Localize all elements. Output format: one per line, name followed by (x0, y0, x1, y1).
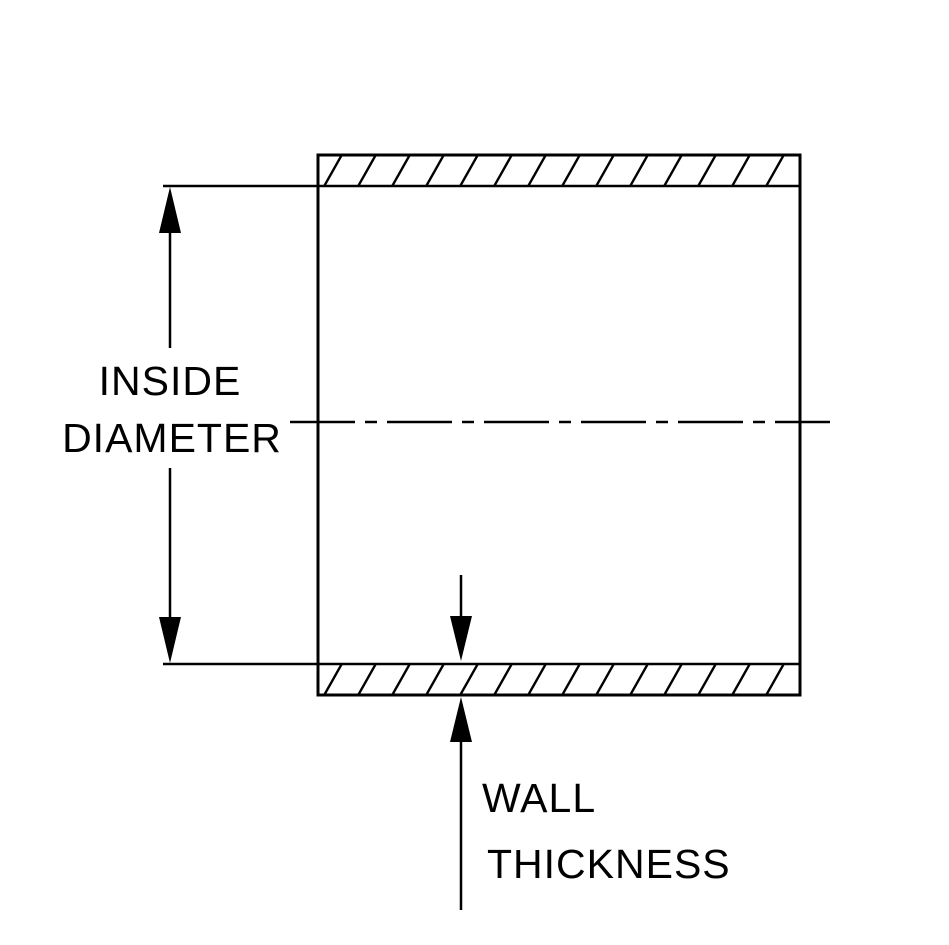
wall-thickness-label-line2: THICKNESS (487, 841, 731, 887)
wall-thickness-arrow-down-icon (450, 616, 472, 661)
arrowhead-down-icon (159, 617, 181, 663)
inside-diameter-label-line1: INSIDE (99, 358, 242, 404)
top-wall-hatch-band (316, 153, 802, 188)
wall-thickness-arrow-up-icon (450, 697, 472, 742)
arrowhead-up-icon (159, 187, 181, 233)
inside-diameter-label-line2: DIAMETER (62, 415, 282, 461)
bottom-wall-hatch-band (316, 662, 802, 697)
wall-thickness-label-line1: WALL (482, 775, 596, 821)
hose-body-outline (316, 153, 802, 697)
